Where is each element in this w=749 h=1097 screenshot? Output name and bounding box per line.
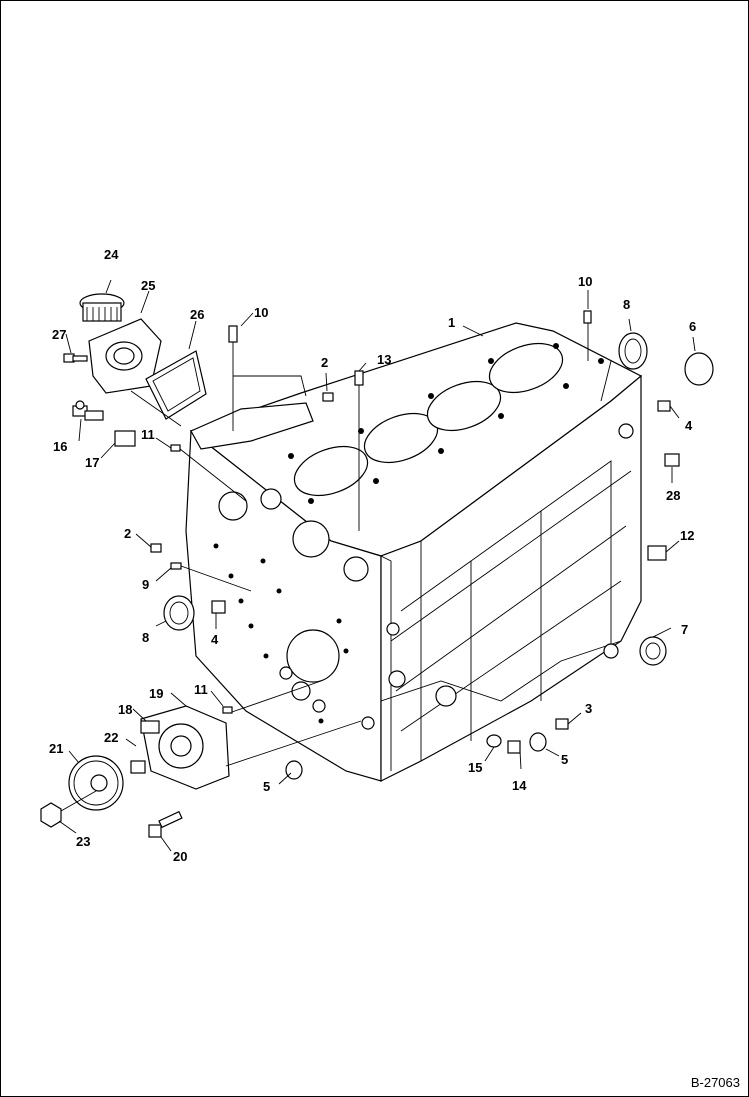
part-21-gear: [68, 755, 124, 811]
engine-block: [185, 322, 643, 782]
part-11-pin-bottom: [222, 706, 233, 714]
callout-8-left: 8: [142, 630, 149, 645]
part-16-sensor: [72, 400, 104, 421]
callout-2-top: 2: [321, 355, 328, 370]
part-25-housing: [88, 318, 162, 394]
part-10-pin-left: [228, 325, 238, 343]
part-28-plug: [664, 453, 680, 467]
callout-23: 23: [76, 834, 90, 849]
part-3-plug: [555, 718, 569, 730]
part-2-plug-left: [150, 543, 162, 553]
part-2-plug-top: [322, 392, 334, 402]
callout-1: 1: [448, 315, 455, 330]
part-9-pin: [170, 562, 182, 570]
callout-11-bottom: 11: [194, 682, 208, 697]
part-8-seal-left: [163, 595, 195, 631]
callout-14: 14: [512, 778, 527, 793]
part-4-plug-left: [211, 600, 226, 614]
part-17-plug: [114, 430, 136, 447]
callout-9: 9: [142, 577, 149, 592]
part-12-sleeve: [647, 545, 667, 561]
callout-20: 20: [173, 849, 187, 864]
part-23-nut: [40, 802, 62, 828]
part-7-seal: [639, 636, 667, 666]
part-19-pump-assembly: [130, 705, 230, 790]
callout-10-left: 10: [254, 305, 268, 320]
part-27-bolt: [63, 353, 88, 363]
callout-5-left: 5: [263, 779, 270, 794]
callout-21: 21: [49, 741, 63, 756]
callout-3: 3: [585, 701, 592, 716]
part-5-cap-left: [285, 760, 303, 780]
callout-10-right: 10: [578, 274, 592, 289]
callout-12: 12: [680, 528, 694, 543]
callout-4-right: 4: [685, 418, 693, 433]
part-18-housing: [140, 720, 160, 734]
callout-13: 13: [377, 352, 391, 367]
part-4-plug-right: [657, 400, 671, 412]
figure-id: B-27063: [690, 1075, 740, 1090]
callout-15: 15: [468, 760, 482, 775]
part-5-cap-right: [529, 732, 547, 752]
callout-5-right: 5: [561, 752, 568, 767]
callout-16: 16: [53, 439, 67, 454]
callout-2-left: 2: [124, 526, 131, 541]
callout-28: 28: [666, 488, 680, 503]
callout-8-right: 8: [623, 297, 630, 312]
callout-4-left: 4: [211, 632, 219, 647]
callout-6: 6: [689, 319, 696, 334]
callout-7: 7: [681, 622, 688, 637]
callout-19: 19: [149, 686, 163, 701]
callout-22: 22: [104, 730, 118, 745]
part-20-bolt: [148, 810, 183, 838]
part-13-pin: [354, 370, 364, 386]
part-11-pin-top: [170, 444, 181, 452]
callout-11-top: 11: [141, 427, 155, 442]
callout-18: 18: [118, 702, 132, 717]
callout-24: 24: [104, 247, 119, 262]
part-8-seal-right: [618, 332, 648, 370]
leader-lines: [58, 279, 696, 852]
part-6-cap: [684, 352, 714, 386]
part-22-fitting: [130, 760, 146, 774]
callout-26: 26: [190, 307, 204, 322]
part-24-cap: [79, 293, 125, 322]
callout-27: 27: [52, 327, 66, 342]
part-15-washer: [486, 734, 502, 748]
callout-17: 17: [85, 455, 99, 470]
part-26-gasket: [145, 350, 207, 420]
callout-labels: 24 25 26 27 16 17 10 11 2 13 1 10 8 6 4 …: [49, 247, 696, 864]
part-14-bolt: [507, 740, 521, 754]
callout-25: 25: [141, 278, 155, 293]
part-10-pin-right: [583, 310, 592, 324]
